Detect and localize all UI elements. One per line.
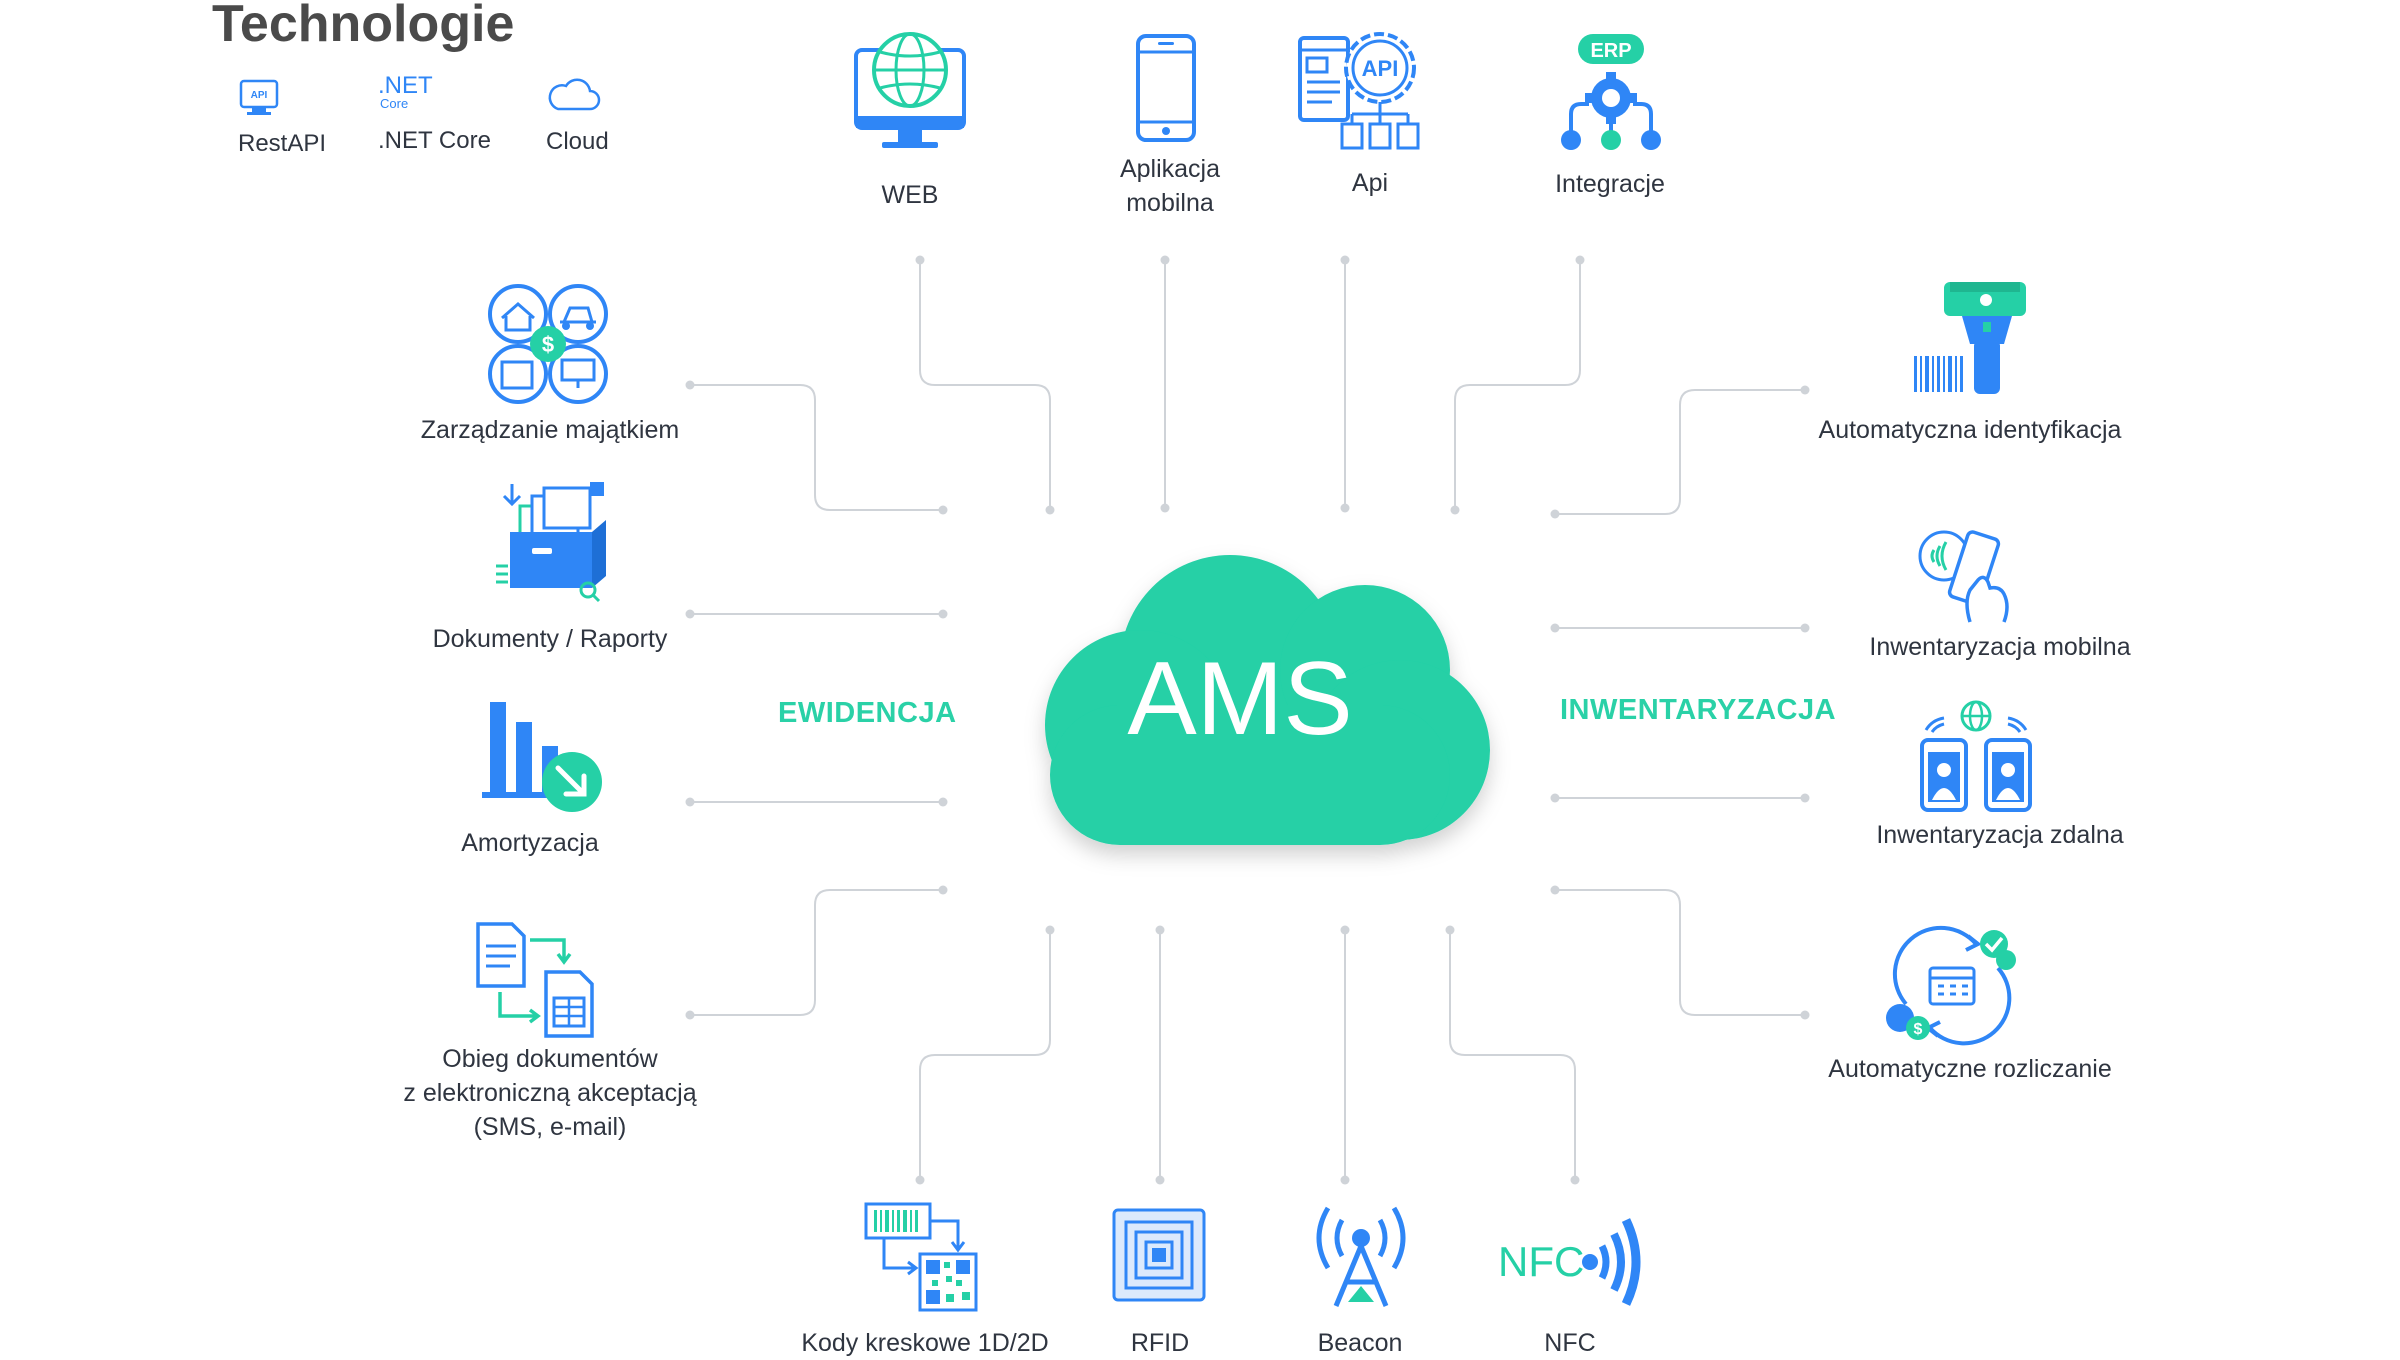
bottom-label-rfid: RFID bbox=[1130, 1329, 1190, 1357]
right-label-auto-identification: Automatyczna identyfikacja bbox=[1818, 416, 2122, 444]
document-flow-icon bbox=[476, 922, 594, 1038]
tech-label-restapi: RestAPI bbox=[238, 130, 327, 157]
bottom-label-barcodes: Kody kreskowe 1D/2D bbox=[801, 1329, 1049, 1357]
beacon-antenna-icon bbox=[1316, 1206, 1406, 1307]
mobile-nfc-hand-icon bbox=[1918, 530, 2009, 623]
depreciation-chart-icon bbox=[482, 702, 602, 812]
top-label-integrations: Integracje bbox=[1555, 170, 1665, 198]
tech-label-dotnet: .NET Core bbox=[378, 127, 491, 154]
right-label-auto-settlement: Automatyczne rozliczanie bbox=[1828, 1055, 2112, 1083]
svg-text:API: API bbox=[1362, 56, 1399, 81]
documents-box-icon bbox=[496, 482, 606, 603]
svg-text:API: API bbox=[251, 90, 268, 101]
left-label-depreciation: Amortyzacja bbox=[461, 829, 599, 857]
dotnet-icon: .NET Core bbox=[378, 72, 433, 111]
asset-management-icon: $ bbox=[488, 284, 608, 404]
cloud-small-icon bbox=[548, 78, 601, 111]
svg-text:NFC: NFC bbox=[1498, 1238, 1584, 1285]
tech-label-cloud: Cloud bbox=[546, 128, 609, 155]
erp-integration-icon: ERP bbox=[1561, 34, 1661, 150]
left-label-document-flow: Obieg dokumentów z elektroniczną akcepta… bbox=[403, 1045, 697, 1141]
nfc-icon: NFC bbox=[1498, 1218, 1641, 1306]
bottom-label-beacon: Beacon bbox=[1317, 1329, 1403, 1357]
remote-inventory-icon bbox=[1920, 700, 2032, 812]
api-icon: API bbox=[239, 79, 279, 115]
auto-settlement-icon: $ bbox=[1886, 925, 2016, 1046]
page-title: Technologie bbox=[212, 0, 515, 53]
bottom-label-nfc: NFC bbox=[1544, 1329, 1596, 1357]
barcode-qr-icon bbox=[864, 1202, 978, 1312]
rfid-tag-icon bbox=[1112, 1208, 1206, 1302]
web-globe-icon bbox=[854, 32, 966, 148]
left-label-asset-management: Zarządzanie majątkiem bbox=[420, 416, 680, 444]
section-label-right: INWENTARYZACJA bbox=[1560, 694, 1837, 726]
svg-text:$: $ bbox=[1914, 1021, 1923, 1038]
top-label-web: WEB bbox=[881, 181, 939, 209]
left-label-documents: Dokumenty / Raporty bbox=[432, 625, 668, 653]
section-label-left: EWIDENCJA bbox=[778, 697, 957, 729]
svg-text:ERP: ERP bbox=[1590, 40, 1631, 62]
center-label: AMS bbox=[1127, 641, 1353, 757]
right-label-remote-inventory: Inwentaryzacja zdalna bbox=[1876, 821, 2124, 849]
svg-text:$: $ bbox=[542, 332, 554, 357]
right-label-mobile-inventory: Inwentaryzacja mobilna bbox=[1869, 633, 2131, 661]
smartphone-icon bbox=[1136, 34, 1196, 142]
top-label-api: Api bbox=[1351, 169, 1389, 197]
api-gear-icon: API bbox=[1298, 32, 1420, 150]
barcode-scanner-icon bbox=[1914, 282, 2026, 394]
